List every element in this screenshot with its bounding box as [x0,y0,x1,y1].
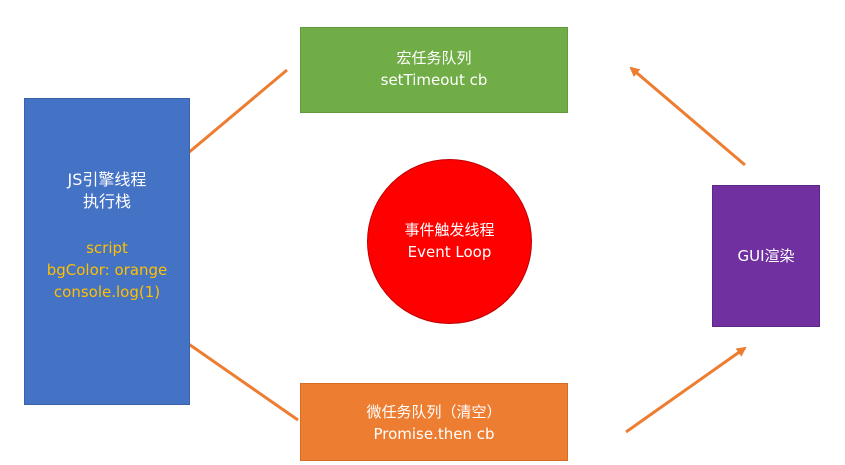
macro-queue-title: 宏任务队列 [396,49,472,67]
stack-item-bgcolor: bgColor: orange [46,261,168,279]
gui-render-box: GUI渲染 [712,185,820,327]
micro-queue-title: 微任务队列（清空） [366,403,502,421]
stack-item-console-log: console.log(1) [53,283,161,301]
js-engine-title-line2: 执行栈 [82,192,131,211]
gui-render-label: GUI渲染 [737,247,795,265]
event-loop-circle: 事件触发线程 Event Loop [367,159,532,324]
micro-task-queue-box: 微任务队列（清空） Promise.then cb [300,383,568,461]
event-loop-title: 事件触发线程 [404,221,495,239]
arrow-micro-to-gui [625,346,747,434]
macro-queue-subtitle: setTimeout cb [380,71,488,89]
event-loop-subtitle: Event Loop [407,243,492,261]
js-engine-title: JS引擎线程 执行栈 [25,169,189,213]
macro-task-queue-box: 宏任务队列 setTimeout cb [300,27,568,113]
stack-item-script: script [86,239,128,257]
js-engine-thread-box: JS引擎线程 执行栈 script bgColor: orange consol… [24,98,190,405]
arrow-gui-to-macro [629,66,746,167]
call-stack-list: script bgColor: orange console.log(1) [25,237,189,303]
js-engine-title-line1: JS引擎线程 [67,170,147,189]
micro-queue-subtitle: Promise.then cb [373,425,495,443]
